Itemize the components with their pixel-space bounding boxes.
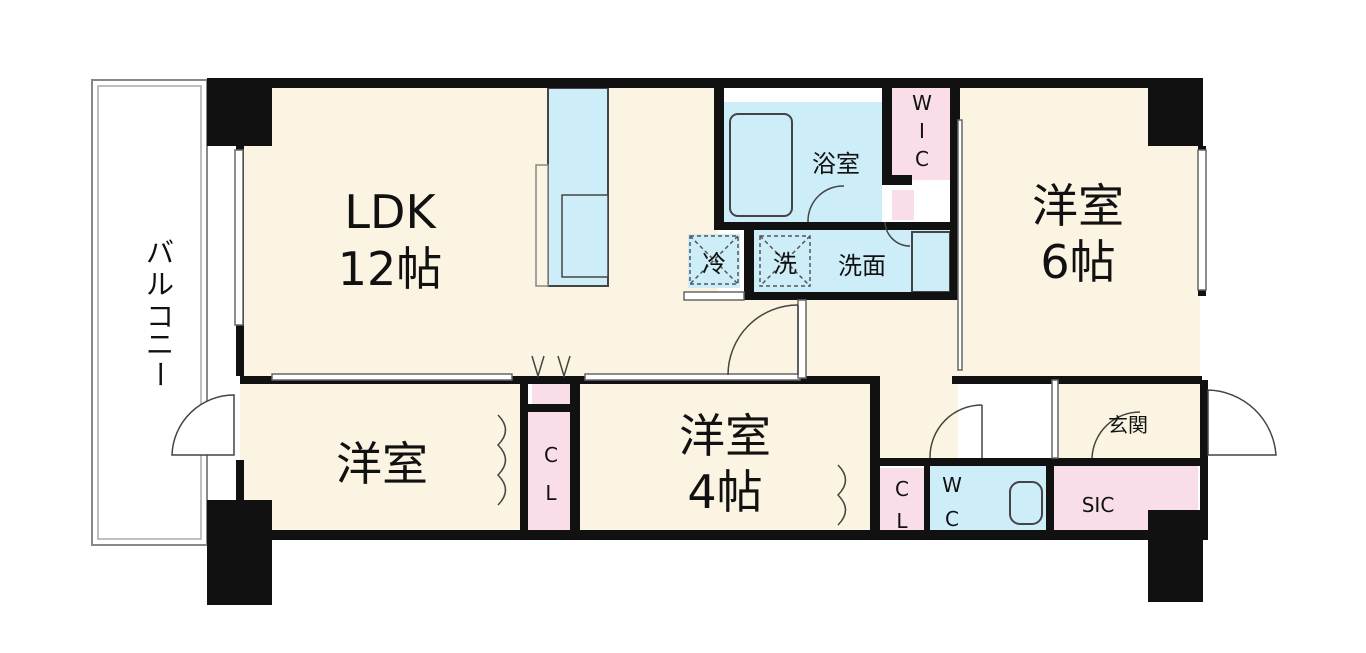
cl-right-char-2: L (896, 509, 908, 533)
western-4-floor (578, 380, 876, 540)
ldk-label: LDK (344, 185, 437, 239)
sink (561, 194, 609, 278)
western-4-label: 洋室 (679, 409, 771, 463)
balcony (91, 79, 208, 546)
western-label: 洋室 (336, 437, 428, 491)
wc-char-1: W (942, 473, 962, 497)
wic-floor (892, 88, 954, 180)
wic-lower (892, 190, 914, 220)
sic-label: SIC (1082, 493, 1115, 517)
balcony-char-1: バ (146, 236, 174, 269)
balcony-char-2: ル (146, 268, 174, 301)
doors (171, 185, 1277, 526)
fridge-label: 冷 (702, 250, 726, 278)
appliance-marks (689, 235, 811, 287)
ldk-size: 12帖 (338, 242, 443, 296)
kitchen-back (535, 164, 549, 287)
labels: LDK 12帖 洋室 6帖 洋室 洋室 4帖 浴室 洗面 冷 洗 W I C C… (143, 91, 1148, 533)
western-6-label: 洋室 (1032, 179, 1124, 233)
cl-left-floor (527, 412, 575, 530)
balcony-char-5: ー (143, 360, 176, 388)
entrance-label: 玄関 (1108, 413, 1148, 437)
washroom-label: 洗面 (838, 252, 886, 280)
ldk-floor (240, 85, 718, 380)
tub (729, 113, 793, 217)
bath-label: 浴室 (812, 150, 860, 178)
wic-char-1: W (912, 91, 932, 115)
cl-right-floor (878, 468, 926, 538)
western-4-size: 4帖 (687, 465, 762, 519)
cl-left-char-2: L (545, 481, 557, 505)
wic-char-3: C (915, 147, 929, 171)
western-6-size: 6帖 (1040, 235, 1115, 289)
washer-label: 洗 (773, 250, 797, 278)
cl-right-char-1: C (895, 477, 909, 501)
balcony-char-4: ニ (146, 328, 174, 361)
washbasin (911, 231, 951, 293)
western-floor (240, 380, 525, 540)
cl-left-char-1: C (544, 443, 558, 467)
wc-char-2: C (945, 507, 959, 531)
toilet (1009, 481, 1043, 525)
wic-char-2: I (919, 119, 925, 143)
entrance-floor (1055, 380, 1200, 460)
balcony-char-3: コ (146, 300, 174, 333)
